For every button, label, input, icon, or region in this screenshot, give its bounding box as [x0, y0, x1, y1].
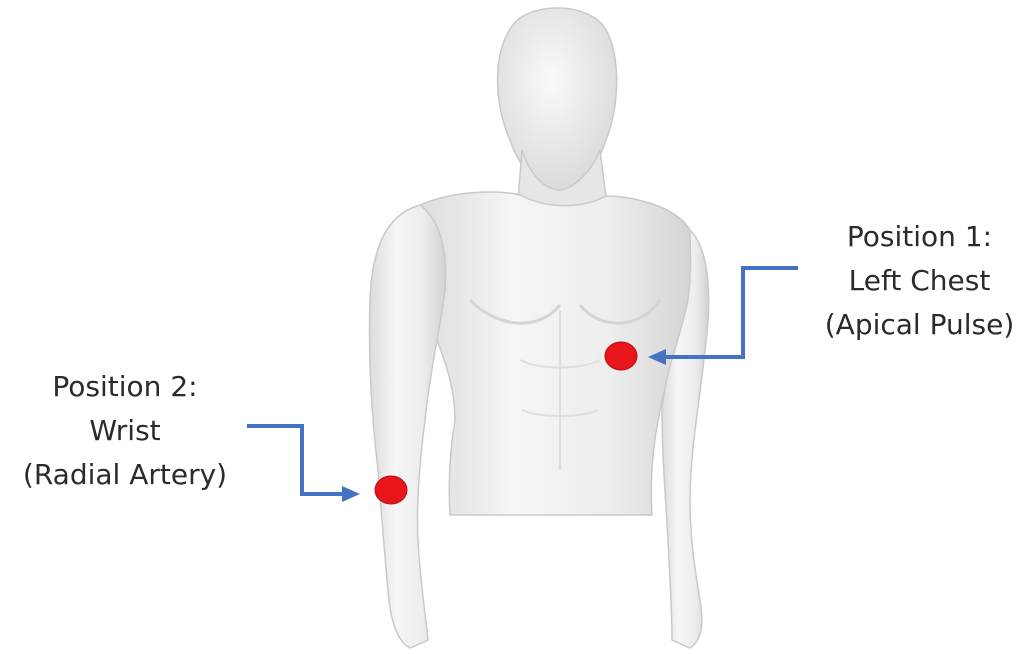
position2-arrowhead: [342, 486, 360, 502]
radial-pulse-marker: [375, 476, 407, 504]
position2-label: Position 2: Wrist (Radial Artery): [5, 365, 245, 497]
position1-site: Left Chest: [812, 259, 1027, 303]
mannequin-right-arm: [369, 205, 445, 648]
position1-title: Position 1:: [812, 215, 1027, 259]
position1-pulse-type: (Apical Pulse): [812, 303, 1027, 347]
apical-pulse-marker: [605, 342, 637, 370]
position2-arrow-line: [247, 426, 342, 494]
position2-title: Position 2:: [5, 365, 245, 409]
position1-label: Position 1: Left Chest (Apical Pulse): [812, 215, 1027, 347]
position2-site: Wrist: [5, 409, 245, 453]
position2-pulse-type: (Radial Artery): [5, 453, 245, 497]
mannequin-torso: [416, 192, 698, 515]
